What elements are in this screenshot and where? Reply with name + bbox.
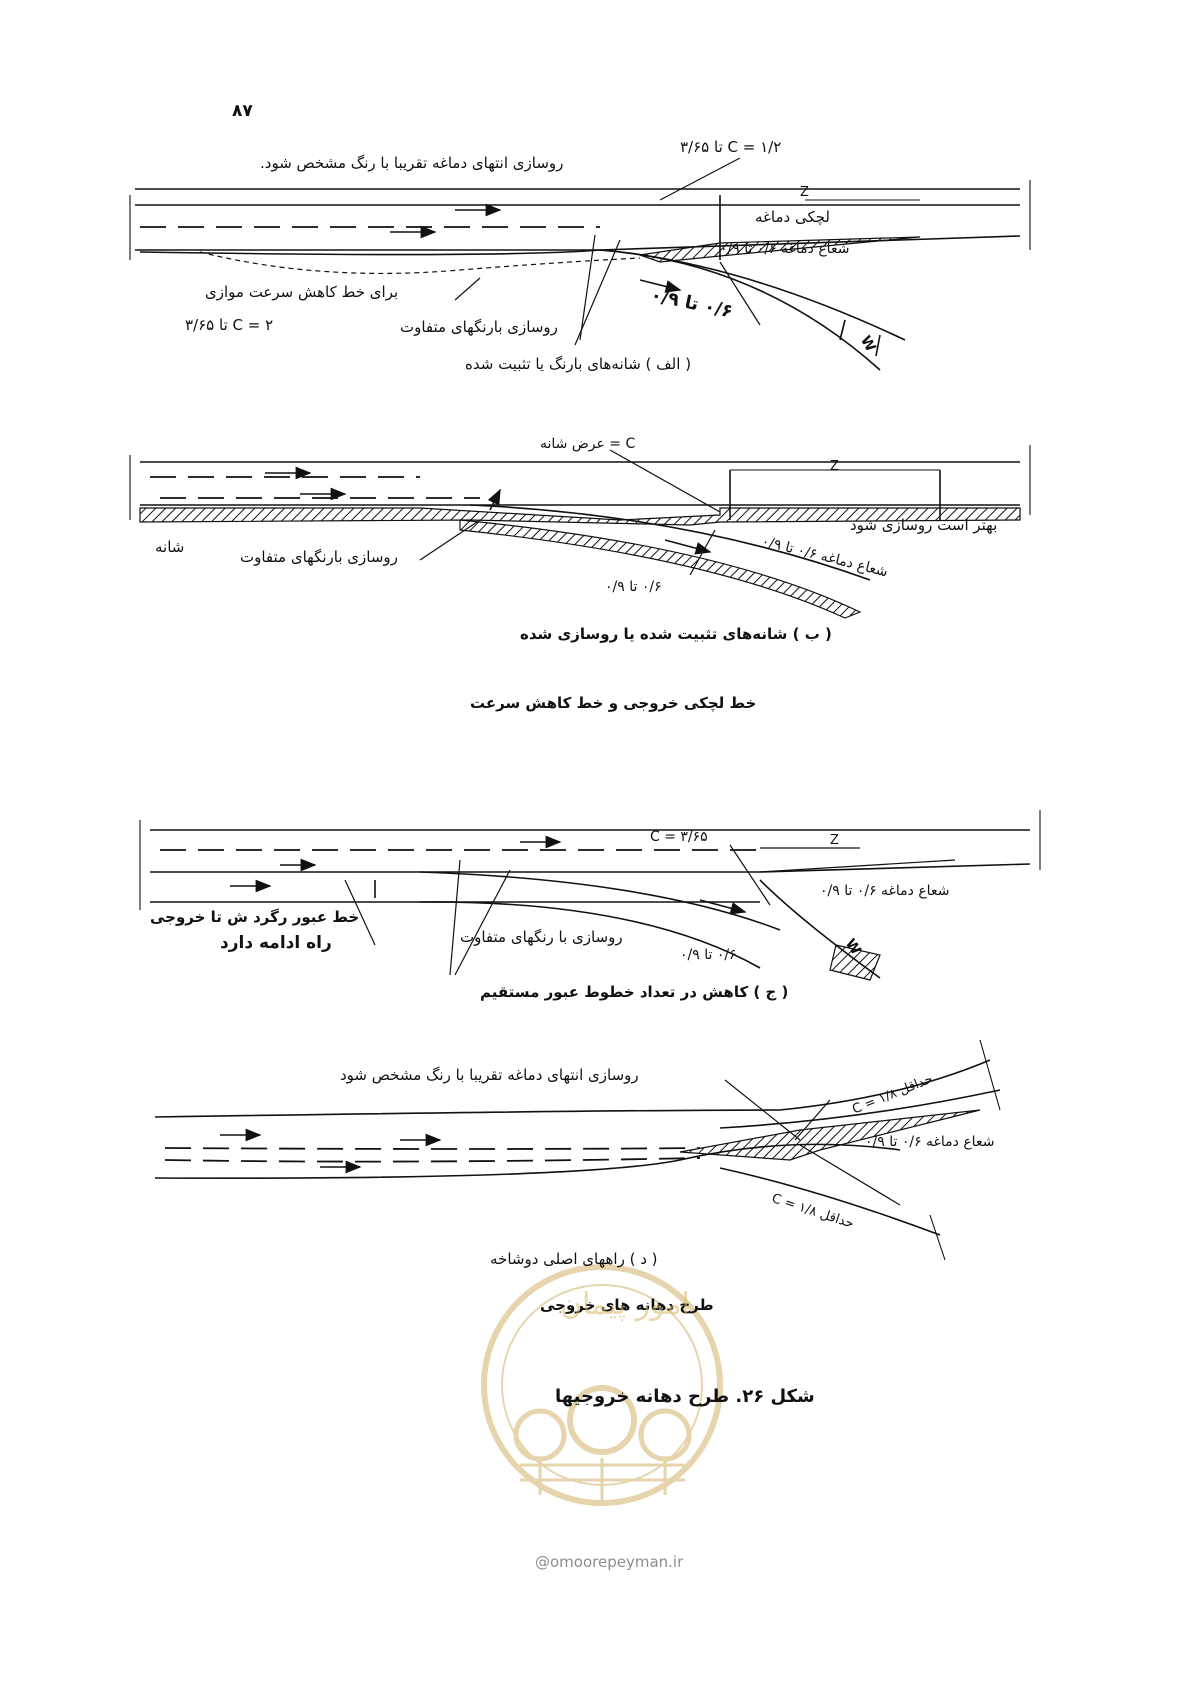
watermark-logo [481,1264,723,1506]
fig-b-c-label: C = عرض شانه [540,436,636,452]
fig-c-z: Z [830,833,839,848]
fig-c-through-note-1: خط عبور رگرد ش تا خروجی [150,908,360,926]
fig-c-c-label: C = ۳/۶۵ [650,829,708,845]
fig-a-c-left: C = ۲ تا ۳/۶۵ [185,316,274,334]
figure-b-diagram [129,445,1031,619]
fig-c-radius-small: ۰/۶ تا ۰/۹ [680,947,737,963]
figure-a-diagram [129,157,1031,371]
fig-b-shoulder: شانه [155,538,185,556]
fig-a-top-note: روسازی انتهای دماغه تقریبا با رنگ مشخص ش… [260,154,564,172]
watermark-site: @omoorepeyman.ir [535,1553,684,1571]
fig-a-nose-label: لچکی دماغه [755,208,830,226]
fig-a-nose-radius: شعاع دماغه ۰/۶ تا ۰/۹ [720,241,850,257]
fig-c-through-note-2: راه ادامه دارد [220,933,332,953]
fig-d-nose-radius: شعاع دماغه ۰/۶ تا ۰/۹ [865,1134,995,1150]
fig-d-top-note: روسازی انتهای دماغه تقریبا با رنگ مشخص ش… [340,1066,639,1084]
fig-d-subtitle: طرح دهانه های خروجی [540,1296,714,1314]
fig-a-c-top: C = ۱/۲ تا ۳/۶۵ [680,138,782,156]
fig-b-paving-note: بهتر است روسازی شود [850,516,998,534]
fig-b-pavement-label: روسازی بارنگهای متفاوت [240,548,398,566]
fig-c-pavement-label: روسازی با رنگهای متفاوت [460,928,623,946]
fig-c-nose-radius: شعاع دماغه ۰/۶ تا ۰/۹ [820,883,950,899]
figure-caption: شکل ۲۶. طرح دهانه خروجیها [555,1386,815,1407]
fig-a-parallel-label: برای خط کاهش سرعت موازی [205,283,399,301]
figure-c-diagram [139,810,1041,981]
subtitle-exit-taper: خط لچکی خروجی و خط کاهش سرعت [470,694,757,712]
fig-b-caption: ( ب ) شانه‌های تثبیت شده یا روسازی شده [520,625,832,643]
watermark-logo-text: امور پیمان [560,1287,690,1322]
fig-c-caption: ( ج ) کاهش در تعداد خطوط عبور مستقیم [480,983,789,1001]
fig-a-caption: ( الف ) شانه‌های بارنگ یا تثبیت شده [465,355,692,373]
fig-d-caption: ( د ) راههای اصلی دوشاخه [490,1250,658,1268]
fig-b-radius-small: ۰/۶ تا ۰/۹ [605,579,662,595]
fig-b-z: Z [830,459,839,474]
page-number: ۸۷ [232,101,253,121]
fig-a-z: Z [800,185,809,200]
figure-d-diagram [154,1039,1001,1261]
fig-a-pavement-label: روسازی بارنگهای متفاوت [400,318,558,336]
